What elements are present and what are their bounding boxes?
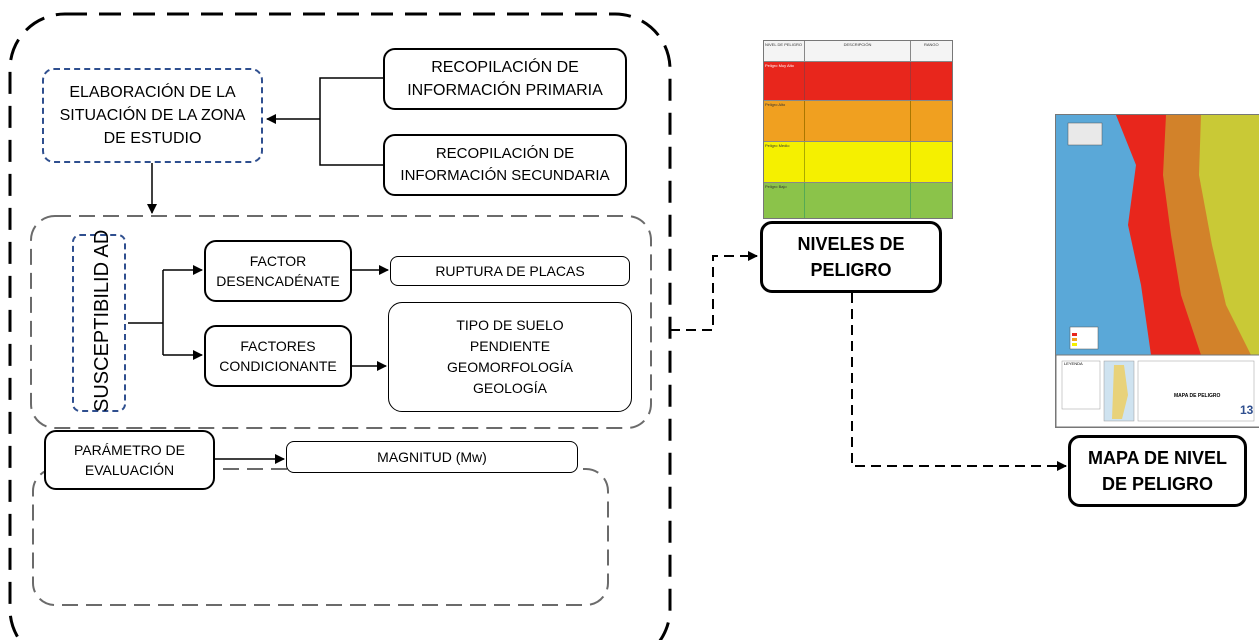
map-sheet-number: 13 [1240,403,1254,417]
legend-row-medio: Peligro Medio [764,142,952,183]
arrow-to-niveles [670,251,758,331]
recopilacion-primaria-box: RECOPILACIÓN DE INFORMACIÓN PRIMARIA [383,48,627,110]
legend-range-medio [911,142,952,182]
legend-row-alto: Peligro Alto [764,101,952,142]
legend-description-alto [805,101,911,141]
hazard-map-thumbnail: LEYENDA MAPA DE PELIGRO 13 [1055,114,1259,428]
magnitud-box: MAGNITUD (Mw) [286,441,578,473]
map-legend-label: LEYENDA [1064,361,1083,366]
arrow-to-mapa [851,293,1067,471]
elaboracion-box: ELABORACIÓN DE LA SITUACIÓN DE LA ZONA D… [42,68,263,163]
legend-range-muy-alto [911,62,952,100]
legend-header-level: NIVEL DE PELIGRO [764,41,806,61]
legend-level-muy-alto: Peligro Muy Alto [764,62,806,100]
susceptibilidad-box [72,234,126,412]
factor-desencadenante-box: FACTOR DESENCADÉNATE [204,240,352,302]
legend-level-alto: Peligro Alto [764,101,806,141]
factores-condicionante-box: FACTORES CONDICIONANTE [204,325,352,387]
hazard-map-image [1056,115,1259,427]
legend-header-range: RANGO [923,42,939,47]
mapa-nivel-peligro-box: MAPA DE NIVEL DE PELIGRO [1068,435,1247,507]
legend-row-muy-alto: Peligro Muy Alto [764,62,952,101]
connector-primaria [319,77,383,119]
legend-level-bajo: Peligro Bajo [764,183,806,218]
susceptibilidad-label: SUSCEPTIBILID AD [91,229,113,412]
map-title: MAPA DE PELIGRO [1174,393,1221,399]
legend-description-bajo [805,183,911,218]
legend-range-alto [911,101,952,141]
condicionantes-list-box: TIPO DE SUELO PENDIENTE GEOMORFOLOGÍA GE… [388,302,632,412]
niveles-peligro-box: NIVELES DE PELIGRO [760,221,942,293]
legend-table-header: NIVEL DE PELIGRO DESCRIPCIÓN RANGO [764,41,952,62]
outer-frame [8,12,672,640]
connector-secundaria [319,119,383,166]
legend-description-medio [805,142,911,182]
parametro-evaluacion-box: PARÁMETRO DE EVALUACIÓN [44,430,215,490]
legend-row-bajo: Peligro Bajo [764,183,952,218]
legend-description-muy-alto [805,62,911,100]
legend-header-description: DESCRIPCIÓN [805,41,911,61]
recopilacion-secundaria-box: RECOPILACIÓN DE INFORMACIÓN SECUNDARIA [383,134,627,196]
legend-level-medio: Peligro Medio [764,142,806,182]
susceptibility-frame [30,215,652,429]
legend-range-bajo [911,183,952,218]
ruptura-placas-box: RUPTURA DE PLACAS [390,256,630,286]
hazard-legend-table: NIVEL DE PELIGRO DESCRIPCIÓN RANGO Pelig… [763,40,953,219]
